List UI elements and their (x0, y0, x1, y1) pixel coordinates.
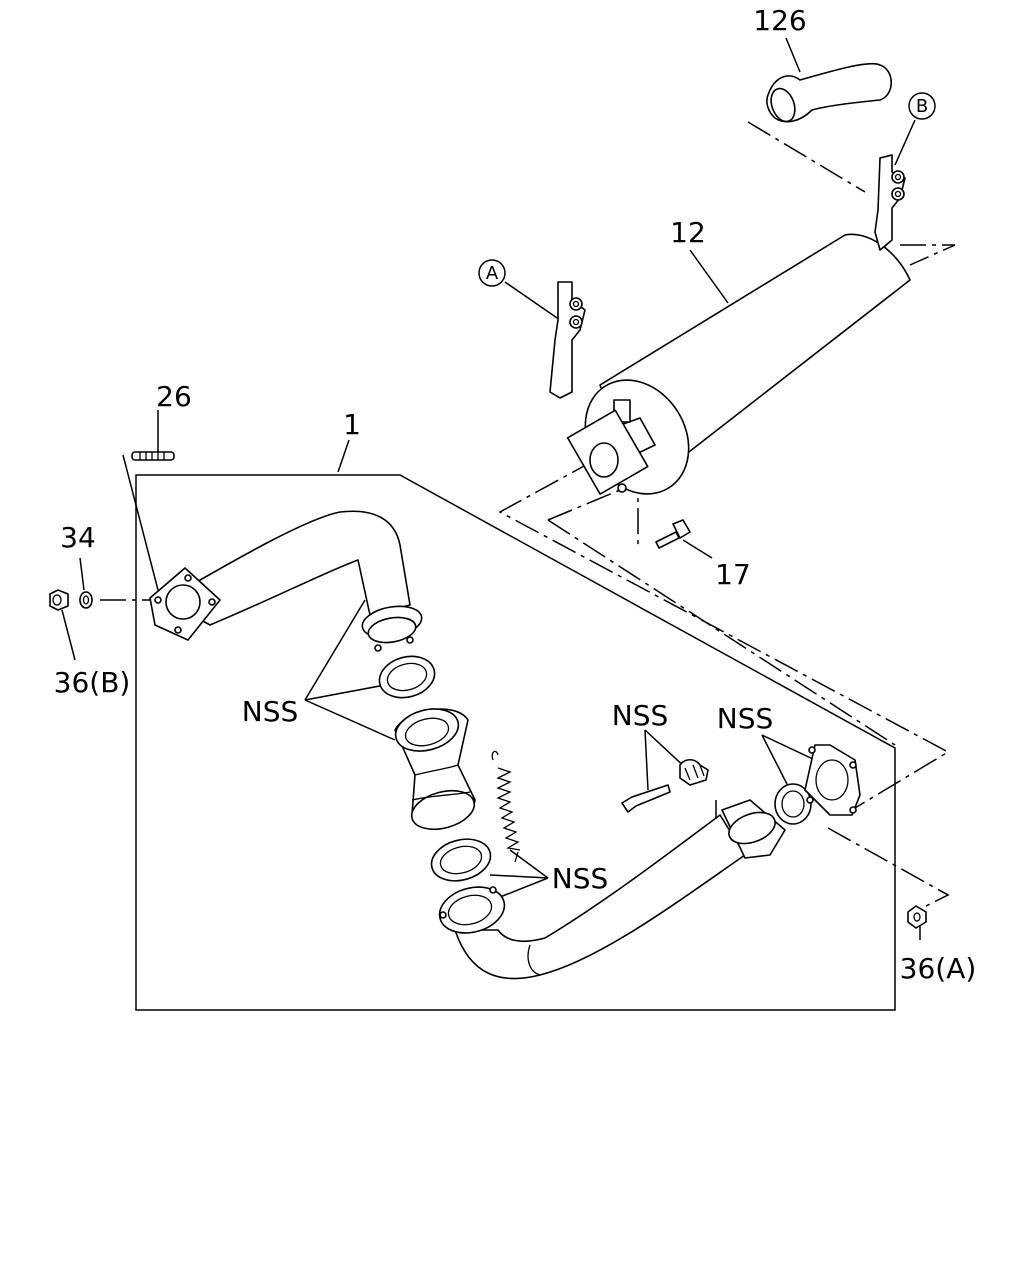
reference-mark-b-label: B (916, 96, 928, 117)
reference-mark-a-label: A (486, 263, 499, 284)
bracket-a (549, 281, 586, 399)
reference-mark-b: B (908, 92, 936, 120)
label-washer: 34 (60, 521, 96, 554)
label-muffler: 12 (670, 216, 706, 249)
label-nss-4: NSS (552, 862, 609, 895)
reference-mark-a: A (478, 259, 506, 287)
gasket-ring-lower (430, 838, 492, 882)
label-tail-pipe: 126 (753, 4, 806, 37)
label-nut-b: 36(B) (54, 666, 131, 699)
seal-ring-right (774, 783, 812, 825)
label-stud: 26 (156, 380, 192, 413)
label-nss-1: NSS (242, 695, 299, 728)
flange-gasket-right (804, 744, 861, 816)
flex-pipe (394, 708, 476, 831)
stud (131, 451, 175, 461)
label-exhaust-pipe-assy: 1 (343, 408, 361, 441)
callout-labels: 126 12 1 26 34 36(B) 17 36(A) NSS NSS NS… (54, 4, 977, 985)
label-bolt: 17 (715, 558, 751, 591)
bolt (655, 519, 691, 549)
washer (79, 591, 93, 609)
flange-bolt (621, 758, 709, 813)
bracket-b (874, 154, 906, 251)
label-nss-2: NSS (612, 699, 669, 732)
exhaust-pipe-group-frame (135, 474, 896, 1011)
leader-lines (61, 37, 921, 940)
muffler (566, 233, 911, 495)
rear-pipe (438, 799, 786, 980)
nut-b (49, 589, 69, 611)
nut-a (907, 905, 927, 929)
spring (491, 750, 521, 863)
label-nut-a: 36(A) (900, 952, 977, 985)
tail-pipe (766, 62, 893, 123)
gasket-ring-upper (378, 655, 436, 699)
label-nss-3: NSS (717, 702, 774, 735)
front-pipe (149, 510, 423, 652)
